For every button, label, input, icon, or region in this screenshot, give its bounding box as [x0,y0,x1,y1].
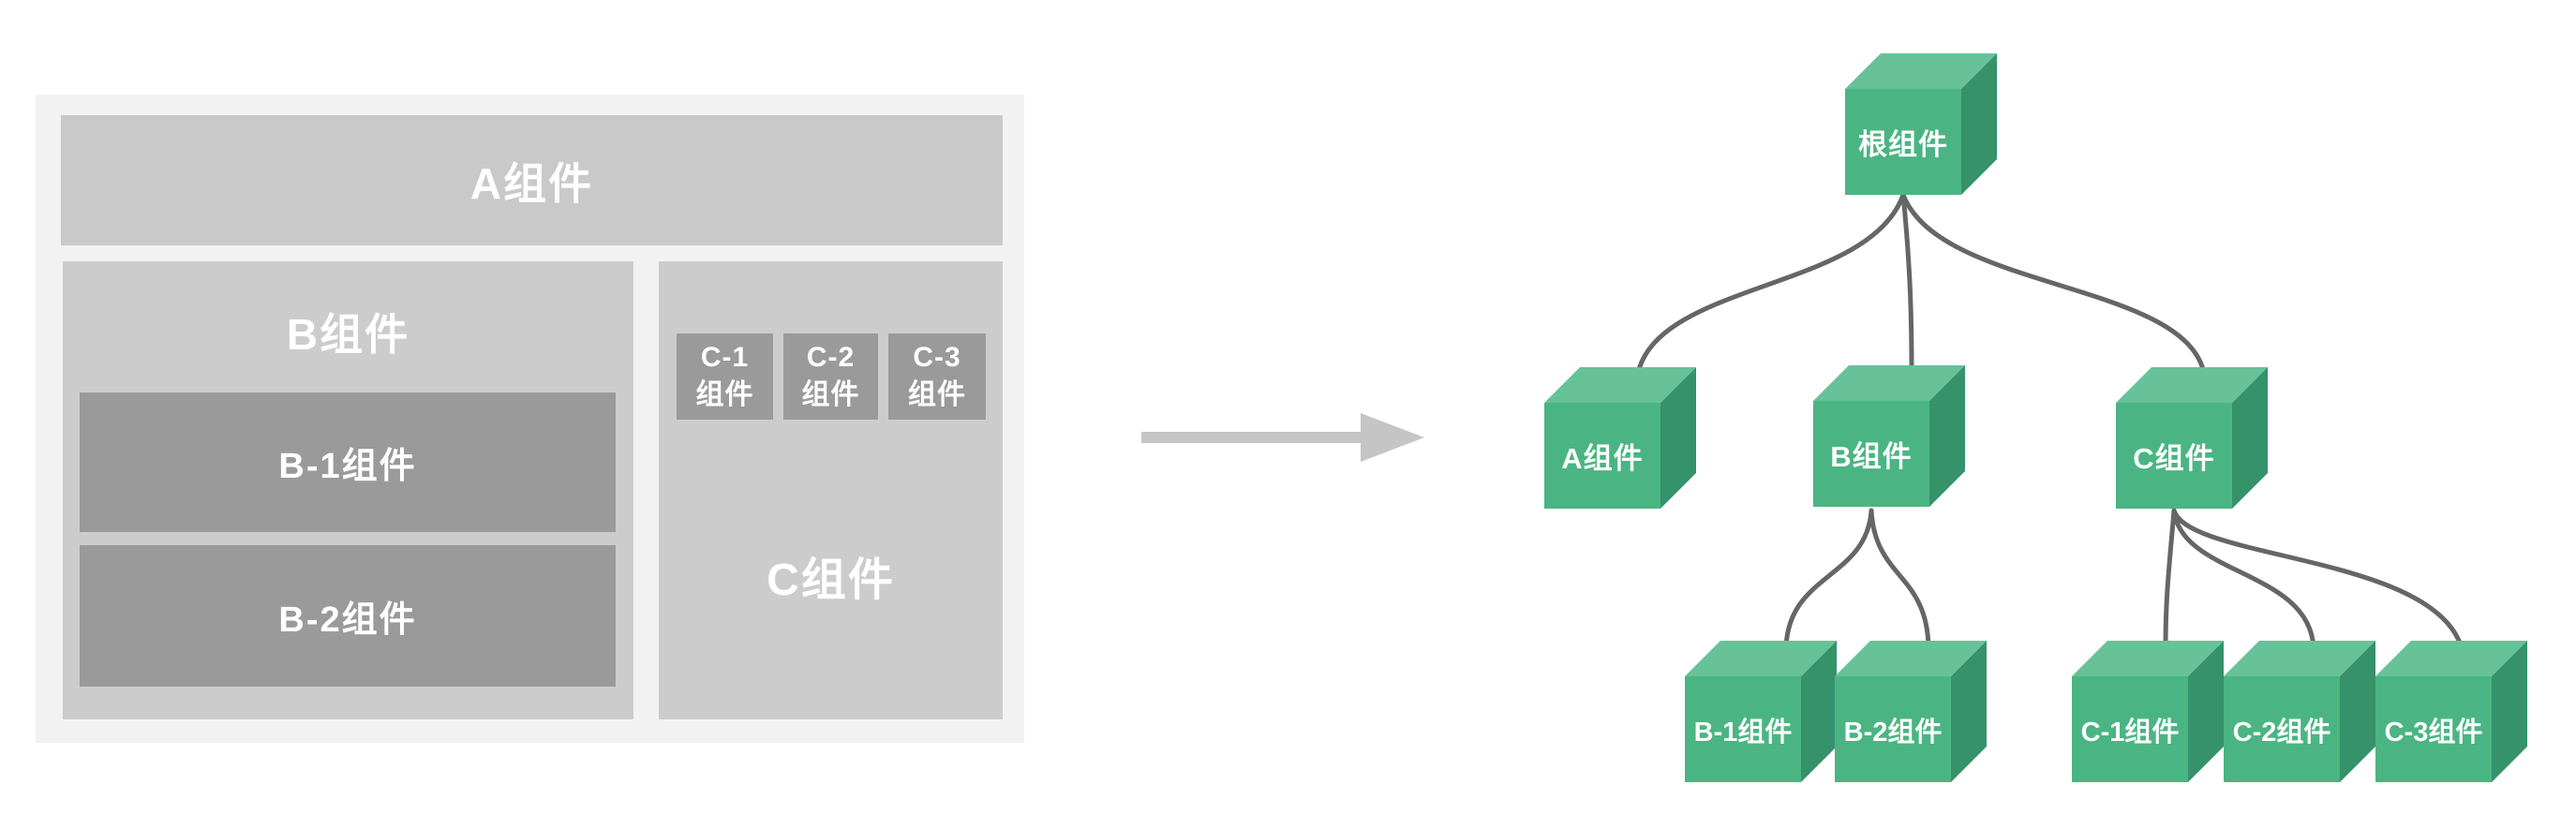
edge-b-b2 [1869,508,1931,651]
cube-top-face [1813,365,1965,401]
component-b1-label: B-1组件 [278,447,417,486]
arrow-head [1361,413,1424,462]
arrow-shaft [1141,432,1361,443]
component-b-label: B组件 [286,310,410,359]
tree-node-label-a: A组件 [1561,442,1644,475]
cube-icon [1685,641,1837,782]
edge-c-c1 [2163,508,2177,651]
edge-root-b [1900,192,1914,372]
nested-layout-panel: A组件 B组件 B-1组件 B-2组件 C-1 组件 C-2 组件 C-3 组件 [36,95,1024,743]
tree-node-b: B组件 [1813,365,1965,507]
component-c2-box: C-2 组件 [783,333,878,420]
tree-node-label-root: 根组件 [1858,128,1948,161]
cube-front-face [1813,401,1929,507]
component-a-label: A组件 [469,158,594,208]
cube-top-face [1835,641,1987,676]
tree-node-root: 根组件 [1845,53,1997,195]
cube-front-face [1835,676,1951,782]
right-arrow-icon [1141,413,1424,462]
tree-node-b2: B-2组件 [1835,641,1987,782]
tree-node-label-b: B组件 [1830,440,1913,473]
edge-root-c [1900,192,2207,376]
edge-c-c3 [2171,508,2464,651]
edge-b-b1 [1783,508,1874,651]
cube-front-face [2375,676,2492,782]
component-b2-box: B-2组件 [80,545,616,687]
cube-front-face [1845,89,1961,195]
cube-side-face [2232,367,2268,509]
component-c2-label-line1: C-2 [806,341,856,373]
cube-icon [2224,641,2375,782]
edge-c-c2 [2171,508,2316,651]
cube-top-face [2116,367,2268,403]
cube-side-face [1660,367,1696,509]
component-b1-box: B-1组件 [80,392,616,532]
cube-icon [2375,641,2527,782]
component-c3-label-line2: 组件 [908,379,966,410]
component-b-box: B组件 B-1组件 B-2组件 [63,261,633,719]
cube-top-face [1685,641,1837,676]
tree-node-label-c3: C-3组件 [2384,717,2483,748]
cube-side-face [2340,641,2375,782]
cube-side-face [2492,641,2527,782]
cube-top-face [2375,641,2527,676]
cube-icon [1813,365,1965,507]
cube-front-face [1544,403,1660,509]
cube-top-face [1845,53,1997,89]
component-c2-label-line2: 组件 [801,379,860,410]
cube-top-face [2224,641,2375,676]
edge-root-a [1635,192,1906,376]
tree-node-c1: C-1组件 [2072,641,2224,782]
cube-side-face [1929,365,1965,507]
cube-side-face [2188,641,2224,782]
component-a-box: A组件 [61,115,1003,245]
tree-node-label-c1: C-1组件 [2080,717,2180,748]
cube-front-face [2224,676,2340,782]
tree-node-b1: B-1组件 [1685,641,1837,782]
cube-icon [1845,53,1997,195]
tree-node-label-b1: B-1组件 [1693,717,1793,748]
tree-node-c3: C-3组件 [2375,641,2527,782]
component-c-label: C组件 [767,555,895,605]
cube-icon [2072,641,2224,782]
cube-side-face [1951,641,1987,782]
tree-node-label-c2: C-2组件 [2232,717,2331,748]
tree-node-a: A组件 [1544,367,1696,509]
tree-node-c2: C-2组件 [2224,641,2375,782]
cube-front-face [2072,676,2188,782]
cube-icon [1835,641,1987,782]
component-c3-box: C-3 组件 [888,333,986,420]
cube-front-face [2116,403,2232,509]
cube-front-face [1685,676,1801,782]
tree-node-c: C组件 [2116,367,2268,509]
tree-node-label-b2: B-2组件 [1843,717,1943,748]
tree-node-label-c: C组件 [2133,442,2215,475]
cube-top-face [1544,367,1696,403]
component-c3-label-line1: C-3 [913,341,961,373]
cube-side-face [1801,641,1837,782]
cube-side-face [1961,53,1997,195]
component-c-box: C-1 组件 C-2 组件 C-3 组件 C组件 [659,261,1003,719]
cube-icon [1544,367,1696,509]
component-c1-box: C-1 组件 [677,333,773,420]
cube-top-face [2072,641,2224,676]
cube-icon [2116,367,2268,509]
component-b2-label: B-2组件 [278,600,417,640]
component-c1-label-line2: 组件 [695,379,754,410]
component-c1-label-line1: C-1 [700,341,750,373]
